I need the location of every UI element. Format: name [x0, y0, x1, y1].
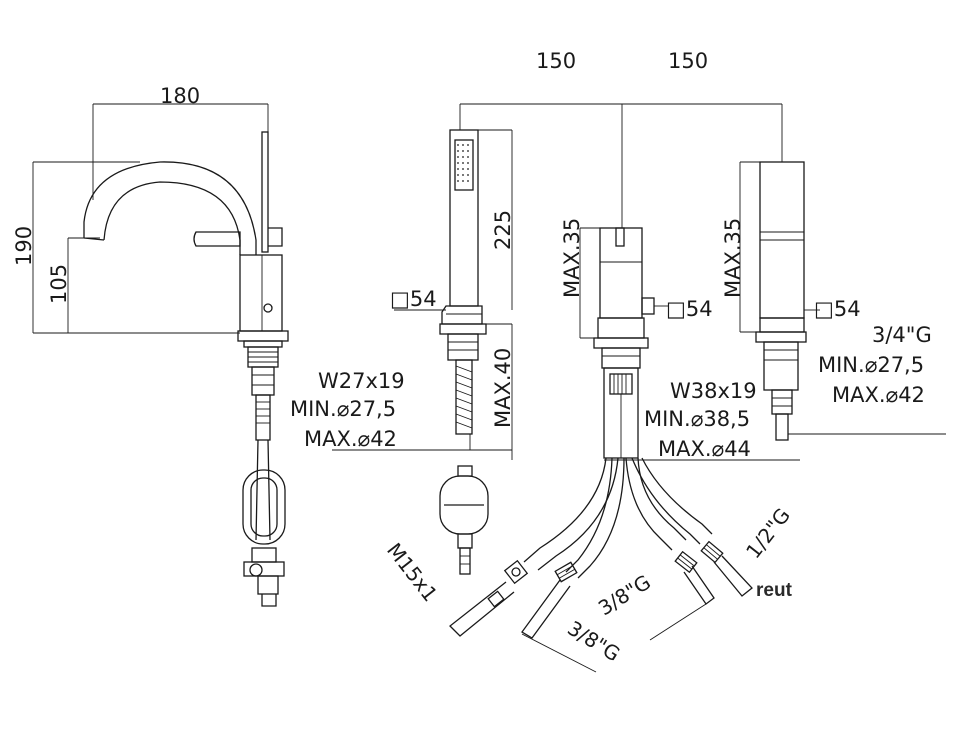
dim-spout-outlet-height: 105 — [47, 264, 71, 304]
dim-mixer-square: □54 — [666, 297, 713, 321]
dim-spout-height: 190 — [12, 226, 36, 266]
spec-right-min: MIN.⌀27,5 — [818, 353, 924, 377]
spec-right-max: MAX.⌀42 — [832, 383, 925, 407]
spout-drawing — [32, 103, 289, 607]
spec-left-thread: W27x19 — [318, 369, 405, 393]
diverter-drawing — [739, 161, 946, 441]
dim-handshower-square: □54 — [390, 287, 437, 311]
conn-outlet: 1/2"G — [741, 503, 795, 563]
spec-center-max: MAX.⌀44 — [658, 437, 751, 461]
conn-hose-thread: M15x1 — [382, 538, 442, 606]
handshower-drawing — [332, 103, 783, 575]
dim-mixer-max: MAX.35 — [560, 218, 584, 298]
dim-spacing-right: 150 — [668, 49, 708, 73]
spec-left-min: MIN.⌀27,5 — [290, 397, 396, 421]
conn-inlet-a: 3/8"G — [594, 570, 655, 621]
dim-diverter-square: □54 — [814, 297, 861, 321]
brand-logo: reut — [756, 580, 793, 601]
dim-handshower-length: 225 — [491, 210, 515, 250]
dim-diverter-max: MAX.35 — [721, 218, 745, 298]
dim-spacing-left: 150 — [536, 49, 576, 73]
spec-center-min: MIN.⌀38,5 — [644, 407, 750, 431]
mixer-drawing — [449, 227, 800, 673]
spec-right-thread: 3/4"G — [872, 323, 932, 347]
conn-inlet-b: 3/8"G — [563, 616, 624, 667]
dim-handshower-max: MAX.40 — [491, 348, 515, 428]
spec-center-thread: W38x19 — [670, 379, 757, 403]
dim-spout-width: 180 — [160, 84, 200, 108]
spec-left-max: MAX.⌀42 — [304, 427, 397, 451]
